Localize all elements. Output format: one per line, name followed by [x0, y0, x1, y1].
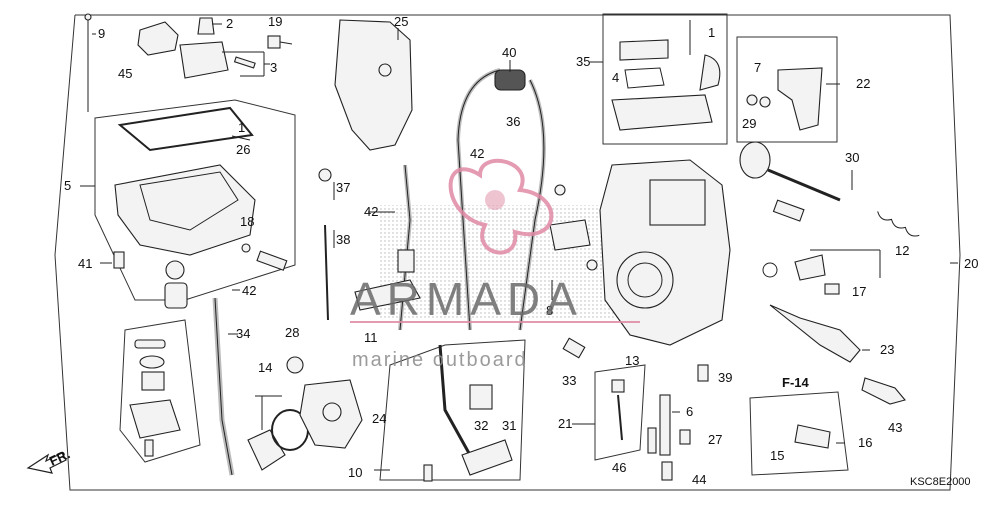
callout-12: 12 [895, 243, 909, 258]
callout-39: 39 [718, 370, 732, 385]
callout-6: 6 [686, 404, 693, 419]
callout-33: 33 [562, 373, 576, 388]
diagram-code: KSC8E2000 [910, 476, 971, 488]
callout-45: 45 [118, 66, 132, 81]
callout-4: 4 [612, 70, 619, 85]
callout-16: 16 [858, 435, 872, 450]
callout-2: 2 [226, 16, 233, 31]
callout-23: 23 [880, 342, 894, 357]
callout-35: 35 [576, 54, 590, 69]
watermark: ARMADA marine outboard [350, 158, 640, 371]
callout-20: 20 [964, 256, 978, 271]
watermark-brand: ARMADA [350, 273, 583, 325]
accelerator-pump-box [119, 319, 201, 463]
throttle-link-box [736, 36, 838, 143]
callout-44: 44 [692, 472, 706, 487]
callout-28: 28 [285, 325, 299, 340]
choke-rod-box [379, 339, 526, 481]
leader-lines [80, 23, 958, 471]
callout-14: 14 [258, 360, 272, 375]
callout-36: 36 [506, 114, 520, 129]
jet-box [594, 364, 646, 461]
watermark-tagline: marine outboard [352, 349, 528, 371]
callout-42: 42 [364, 204, 378, 219]
callout-25: 25 [394, 14, 408, 29]
callout-32: 32 [474, 418, 488, 433]
callout-41: 41 [78, 256, 92, 271]
callout-42: 42 [470, 146, 484, 161]
callout-22: 22 [856, 76, 870, 91]
callout-42: 42 [242, 283, 256, 298]
callout-1: 1 [238, 120, 245, 135]
callout-9: 9 [98, 26, 105, 41]
callout-26: 26 [236, 142, 250, 157]
callout-24: 24 [372, 411, 386, 426]
callout-21: 21 [558, 416, 572, 431]
callout-27: 27 [708, 432, 722, 447]
callout-8: 8 [546, 303, 553, 318]
callout-11: 11 [364, 330, 378, 345]
front-direction-arrow: FR. [26, 446, 72, 474]
fuel-fitting-box [749, 391, 849, 476]
callout-13: 13 [625, 353, 639, 368]
callout-10: 10 [348, 465, 362, 480]
top-cover-box [602, 13, 728, 145]
callout-17: 17 [852, 284, 866, 299]
watermark-logo [448, 158, 554, 255]
section-reference-label: F-14 [782, 375, 810, 390]
callout-34: 34 [236, 326, 250, 341]
callout-37: 37 [336, 180, 350, 195]
callout-30: 30 [845, 150, 859, 165]
callout-40: 40 [502, 45, 516, 60]
callout-19: 19 [268, 14, 282, 29]
callout-43: 43 [888, 420, 902, 435]
callout-31: 31 [502, 418, 516, 433]
callout-3: 3 [270, 60, 277, 75]
callout-29: 29 [742, 116, 756, 131]
callout-15: 15 [770, 448, 784, 463]
assembly-frame [54, 14, 961, 491]
callout-18: 18 [240, 214, 254, 229]
float-chamber-box [94, 99, 296, 301]
callout-5: 5 [64, 178, 71, 193]
callout-46: 46 [612, 460, 626, 475]
callout-1: 1 [708, 25, 715, 40]
callout-7: 7 [754, 60, 761, 75]
callout-38: 38 [336, 232, 350, 247]
